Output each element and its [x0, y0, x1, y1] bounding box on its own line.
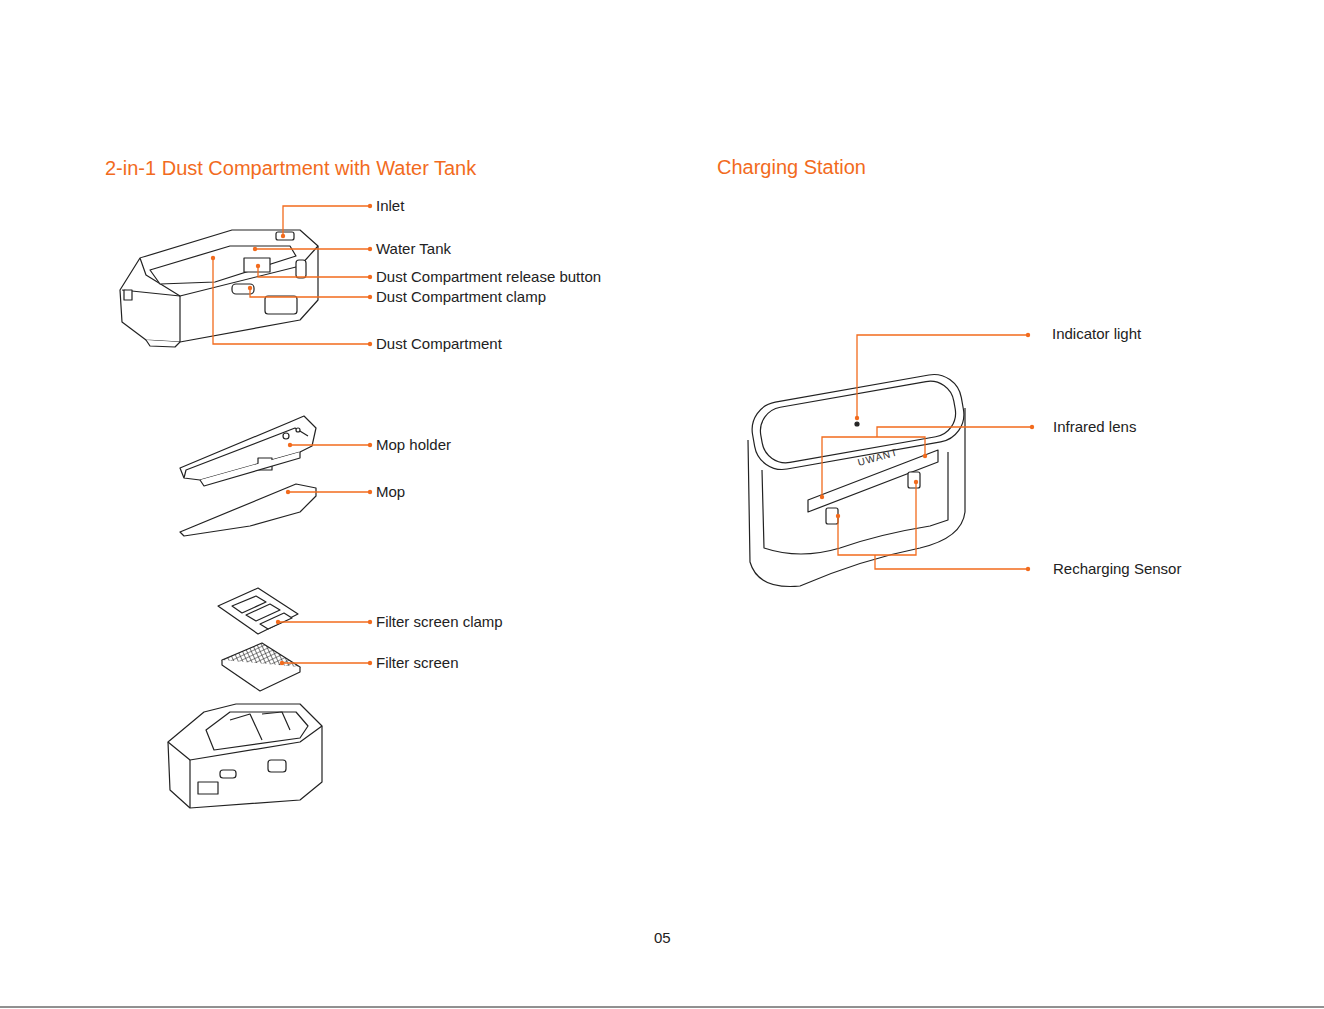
filter-screen-drawing [222, 643, 300, 691]
part-label: Dust Compartment clamp [376, 288, 546, 306]
part-label: Mop [376, 483, 405, 501]
section-heading: 2-in-1 Dust Compartment with Water Tank [105, 156, 476, 180]
part-label: Mop holder [376, 436, 451, 454]
part-label: Filter screen clamp [376, 613, 503, 631]
part-label: Water Tank [376, 240, 451, 258]
part-label: Filter screen [376, 654, 459, 672]
open-compartment-drawing [168, 704, 322, 808]
section-heading: Charging Station [717, 155, 866, 179]
charging-station-drawing [748, 370, 969, 586]
leader-dots [211, 204, 1034, 665]
part-label: Dust Compartment release button [376, 268, 601, 286]
part-label: Infrared lens [1053, 418, 1136, 436]
part-label: Indicator light [1052, 325, 1141, 343]
page-rule [0, 1007, 1324, 1008]
part-label: Inlet [376, 197, 404, 215]
leader-lines [213, 206, 1032, 663]
mop-holder-drawing [180, 416, 316, 486]
dust-compartment-drawing [120, 230, 318, 347]
part-label: Dust Compartment [376, 335, 502, 353]
part-label: Recharging Sensor [1053, 560, 1181, 578]
filter-clamp-drawing [218, 588, 298, 634]
page-number: 05 [654, 929, 671, 947]
